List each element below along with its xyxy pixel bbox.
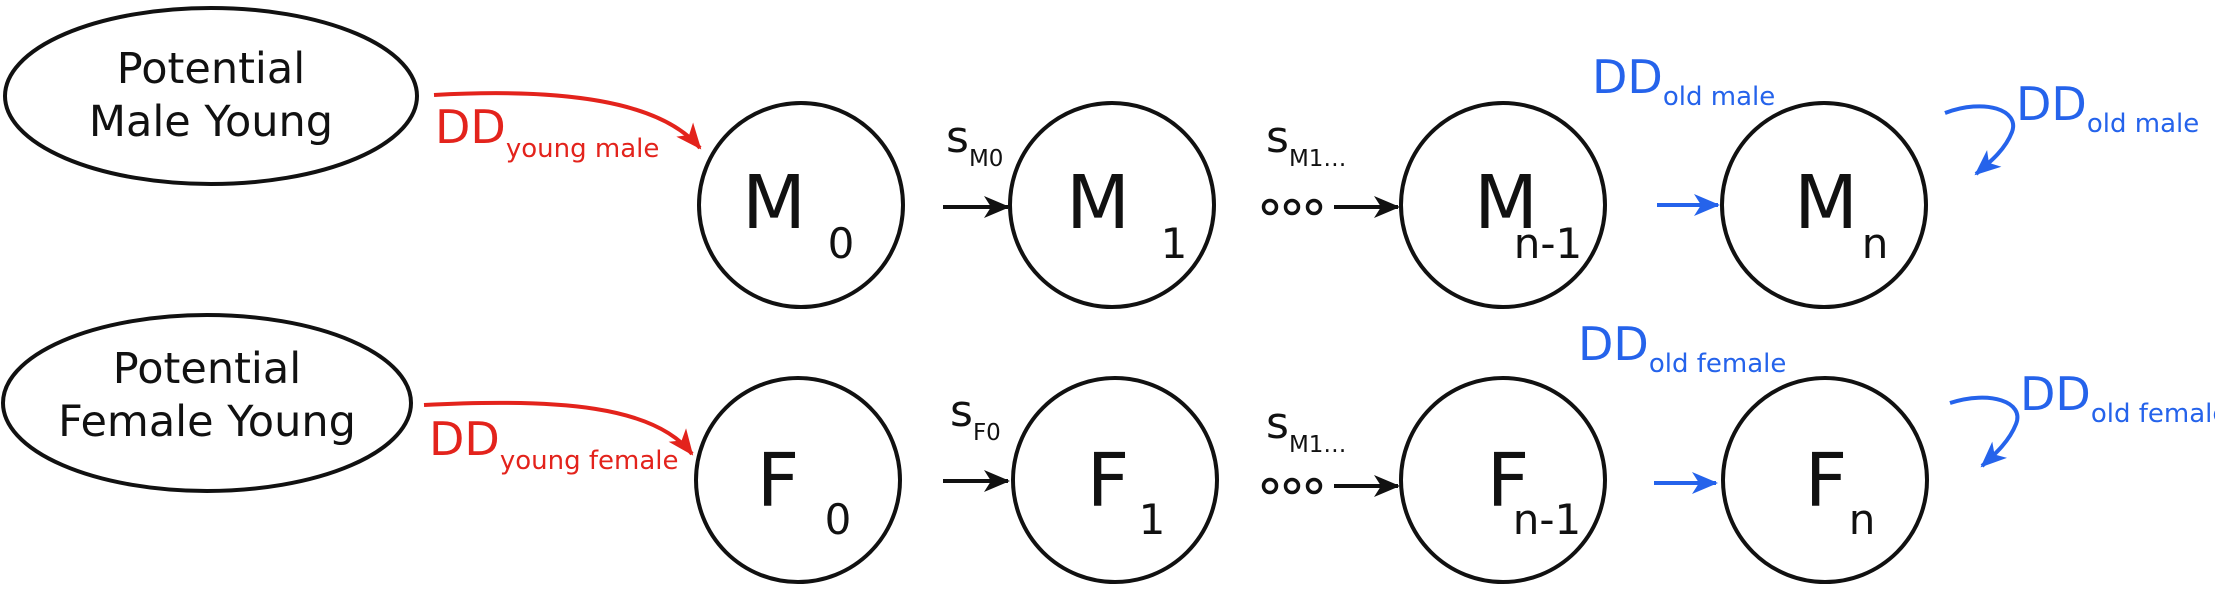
svg-text:F: F bbox=[757, 438, 800, 524]
potential-female-line1: Potential bbox=[113, 344, 301, 394]
node-Mn-subscript: n bbox=[1862, 219, 1889, 268]
svg-text:F: F bbox=[1087, 438, 1130, 524]
potential-female-line2: Female Young bbox=[58, 397, 356, 447]
dd-old-female-loop-label: DDold female bbox=[2020, 367, 2215, 429]
node-F1-subscript: 1 bbox=[1139, 495, 1166, 544]
dd-old-female-top-label: DDold female bbox=[1578, 317, 1786, 379]
potential-male-young-node: Potential Male Young bbox=[3, 6, 419, 186]
node-M1-subscript: 1 bbox=[1161, 219, 1188, 268]
potential-female-young-node: Potential Female Young bbox=[1, 313, 413, 493]
node-F0-label: F bbox=[757, 438, 800, 524]
svg-text:M: M bbox=[1066, 160, 1130, 246]
node-Fn-1-subscript: n-1 bbox=[1513, 495, 1582, 544]
node-F0-subscript: 0 bbox=[825, 495, 852, 544]
potential-male-line1: Potential bbox=[117, 44, 305, 94]
dd-old-male-loop-label: DDold male bbox=[2016, 77, 2199, 139]
node-Fn: F n bbox=[1721, 376, 1929, 584]
svg-text:F: F bbox=[1487, 438, 1530, 524]
node-F1-label: F bbox=[1087, 438, 1130, 524]
dd-young-female-label: DDyoung female bbox=[429, 412, 679, 476]
s-M1-label: sM1… bbox=[1266, 112, 1346, 172]
dd-old-male-loop-arrow bbox=[1944, 104, 2016, 176]
node-F1: F 1 bbox=[1011, 376, 1219, 584]
node-Mn-1-label: M bbox=[1474, 160, 1538, 246]
dd-young-male-arrow bbox=[433, 91, 702, 150]
node-Mn: M n bbox=[1720, 101, 1928, 309]
svg-text:M: M bbox=[1474, 160, 1538, 246]
node-M1: M 1 bbox=[1008, 101, 1216, 309]
svg-text:M: M bbox=[742, 160, 806, 246]
potential-male-line2: Male Young bbox=[89, 97, 333, 147]
node-Mn-label: M bbox=[1794, 160, 1858, 246]
dd-old-male-top-label: DDold male bbox=[1592, 50, 1775, 112]
node-F0: F 0 bbox=[694, 376, 902, 584]
node-M1-label: M bbox=[1066, 160, 1130, 246]
node-Mn-1-subscript: n-1 bbox=[1514, 219, 1583, 268]
svg-text:M: M bbox=[1794, 160, 1858, 246]
node-M0-subscript: 0 bbox=[828, 219, 855, 268]
node-Fn-1-label: F bbox=[1487, 438, 1530, 524]
s-F0-label: sF0 bbox=[950, 386, 1001, 446]
dd-young-male-label: DDyoung male bbox=[435, 100, 659, 164]
ellipsis-dots-male bbox=[1261, 198, 1323, 216]
node-Fn-subscript: n bbox=[1849, 495, 1876, 544]
dd-young-female-arrow bbox=[423, 400, 694, 456]
node-Mn-1: M n-1 bbox=[1399, 101, 1607, 309]
dd-old-female-loop-arrow bbox=[1949, 395, 2020, 468]
node-Fn-1: F n-1 bbox=[1399, 376, 1607, 584]
node-M0-label: M bbox=[742, 160, 806, 246]
node-Fn-label: F bbox=[1805, 438, 1848, 524]
svg-text:F: F bbox=[1805, 438, 1848, 524]
s-F1-label: sM1… bbox=[1266, 398, 1346, 458]
node-M0: M 0 bbox=[697, 101, 905, 309]
s-M0-label: sM0 bbox=[946, 112, 1003, 172]
ellipsis-dots-female bbox=[1261, 477, 1323, 495]
